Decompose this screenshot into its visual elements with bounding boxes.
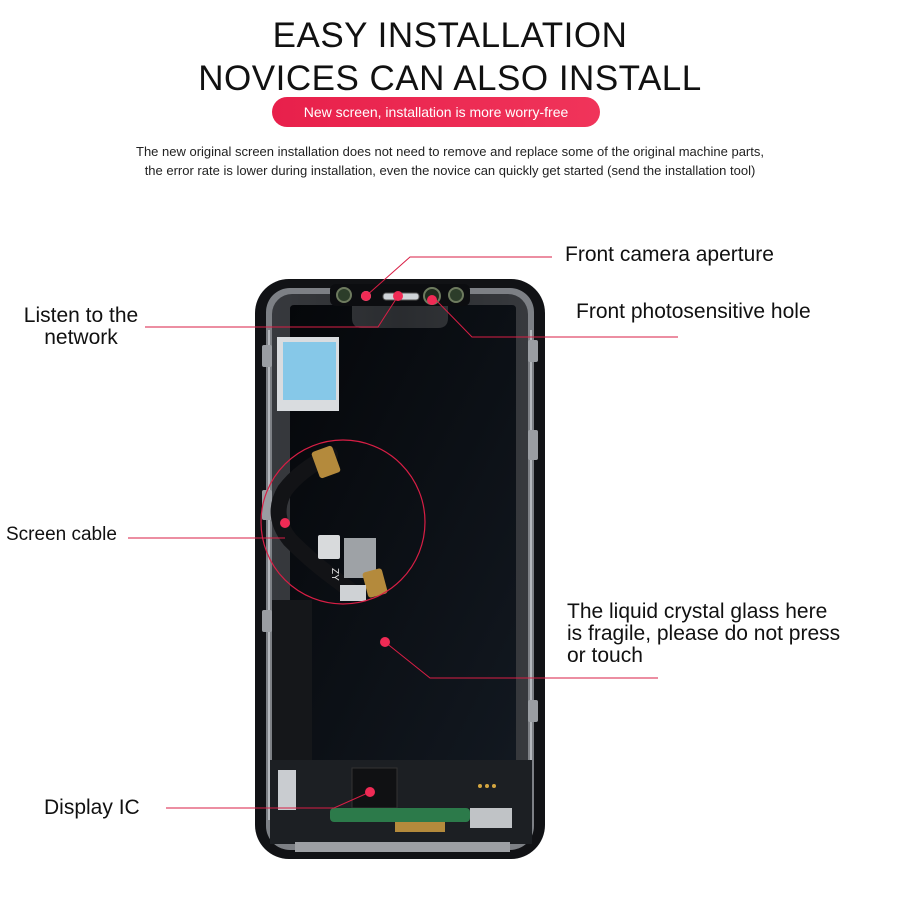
label-glass-warning: The liquid crystal glass here is fragile…	[567, 601, 840, 667]
label-glass-line3: or touch	[567, 644, 643, 667]
label-front-camera: Front camera aperture	[565, 243, 774, 266]
proximity-sensor	[336, 287, 352, 303]
callout-dots	[280, 291, 437, 797]
label-screen-cable: Screen cable	[6, 524, 117, 545]
display-ic-chip	[351, 767, 398, 809]
green-connector	[330, 808, 470, 822]
screen-cable-flex: ZY	[270, 445, 388, 601]
lcd-panel	[290, 305, 516, 760]
subtitle-badge: New screen, installation is more worry-f…	[272, 97, 600, 127]
bracket-rails	[268, 330, 532, 820]
label-glass-line1: The liquid crystal glass here	[567, 600, 828, 623]
label-earpiece-line1: Listen to the	[23, 304, 139, 327]
left-flex-strip	[272, 600, 312, 790]
label-photosensitive: Front photosensitive hole	[576, 300, 811, 323]
label-glass-line2: is fragile, please do not press	[567, 622, 841, 645]
headline-line-1: EASY INSTALLATION	[272, 16, 628, 55]
headline-line-2: NOVICES CAN ALSO INSTALL	[198, 59, 702, 98]
description-text: The new original screen installation doe…	[136, 144, 764, 178]
light-sensor	[448, 287, 464, 303]
blue-sticker	[283, 342, 336, 400]
label-earpiece: Listen to the network	[16, 305, 146, 349]
cable-highlight-circle	[260, 439, 426, 605]
board-marking: ZY	[329, 568, 340, 581]
callout-lines	[128, 256, 678, 809]
label-display-ic: Display IC	[44, 796, 140, 819]
label-earpiece-line2: network	[44, 326, 118, 349]
bottom-bracket	[295, 842, 510, 852]
